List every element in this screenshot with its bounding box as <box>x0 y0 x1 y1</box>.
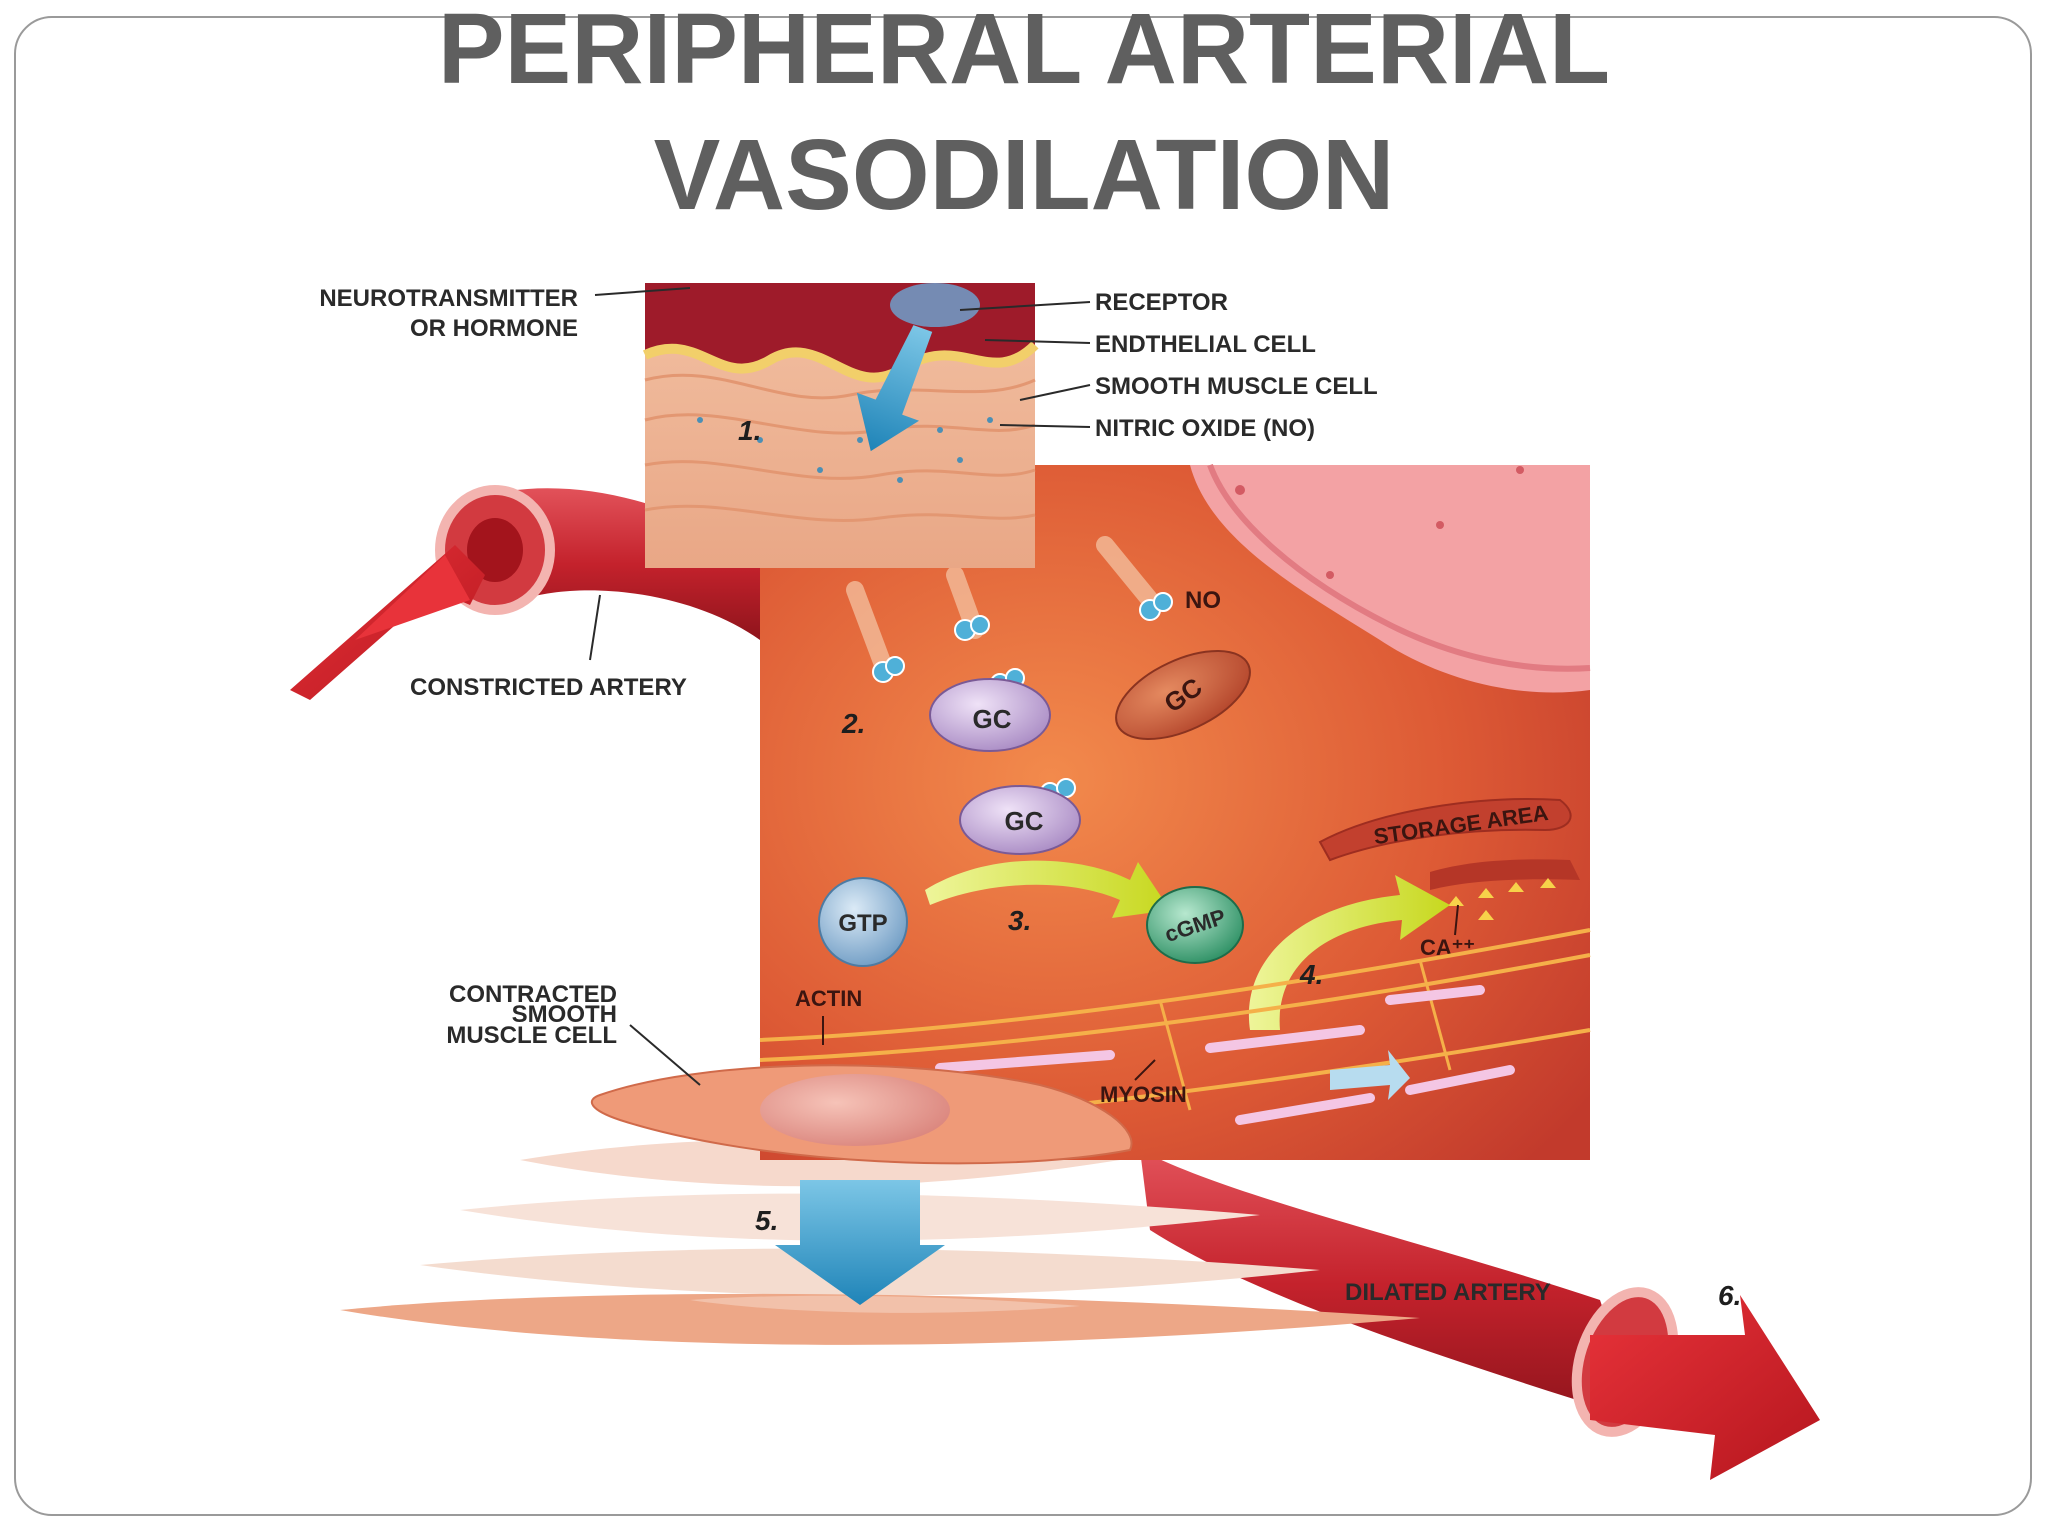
relaxation-arrow <box>775 1180 945 1305</box>
contracted-label-1: CONTRACTED <box>449 981 617 1008</box>
nitric-oxide-label: NITRIC OXIDE (NO) <box>1095 415 1315 442</box>
receptor-label: RECEPTOR <box>1095 289 1228 316</box>
gc-label-3: GC <box>1005 806 1044 836</box>
actin-label: ACTIN <box>795 986 862 1011</box>
cgmp-molecule: cGMP <box>1146 886 1244 964</box>
step-2: 2. <box>841 708 865 739</box>
contracted-label-2: SMOOTH <box>512 1001 617 1028</box>
gc-enzyme-1: GC <box>929 678 1051 752</box>
title-line-2: VASODILATION <box>653 119 1395 231</box>
no-molecules <box>846 536 1173 802</box>
smooth-muscle-cell-label: SMOOTH MUSCLE CELL <box>1095 373 1378 400</box>
constricted-artery-label: CONSTRICTED ARTERY <box>410 674 687 701</box>
title-line-1: PERIPHERAL ARTERIAL <box>437 0 1611 105</box>
conversion-arrow <box>925 860 1170 918</box>
contracted-smooth-muscle-cell <box>590 1064 1133 1165</box>
gc-enzyme-3: GC <box>959 785 1081 855</box>
step-4: 4. <box>1299 959 1323 990</box>
step-1: 1. <box>738 415 761 446</box>
gc-label-1: GC <box>973 704 1012 734</box>
no-label: NO <box>1185 587 1221 614</box>
endothelial-cell-label: ENDTHELIAL CELL <box>1095 331 1316 358</box>
step-3: 3. <box>1008 905 1031 936</box>
callout-lines <box>589 287 1091 1086</box>
gc-enzyme-2: GC <box>1115 650 1251 740</box>
dilated-artery-label: DILATED ARTERY <box>1345 1279 1551 1306</box>
myosin-label: MYOSIN <box>1100 1082 1187 1107</box>
tissue-inset <box>642 283 1039 568</box>
contracted-label-3: MUSCLE CELL <box>446 1022 617 1049</box>
calcium-arrow <box>1248 875 1450 1030</box>
step-6: 6. <box>1718 1280 1741 1311</box>
neurotransmitter-label-1: NEUROTRANSMITTER <box>319 285 578 312</box>
step-5: 5. <box>755 1205 778 1236</box>
neurotransmitter-label-2: OR HORMONE <box>410 315 578 342</box>
dilated-artery <box>1140 1150 1820 1480</box>
gtp-label: GTP <box>838 910 887 937</box>
gtp-molecule: GTP <box>818 877 908 967</box>
